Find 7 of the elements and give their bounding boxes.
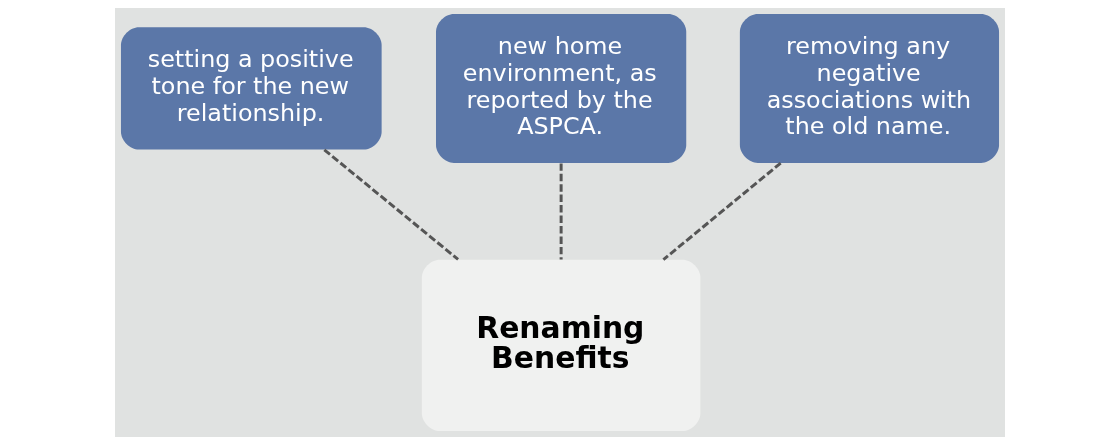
node-box: setting a positive tone for the new relationship. (120, 27, 382, 150)
connector (662, 161, 782, 261)
node-box: new home environment, as reported by the ASPCA. (436, 13, 687, 163)
connector (559, 163, 563, 260)
node-box: Renaming Benefits (421, 259, 701, 432)
node-box: removing any negative associations with the old name. (739, 13, 1000, 163)
connector (323, 148, 460, 261)
